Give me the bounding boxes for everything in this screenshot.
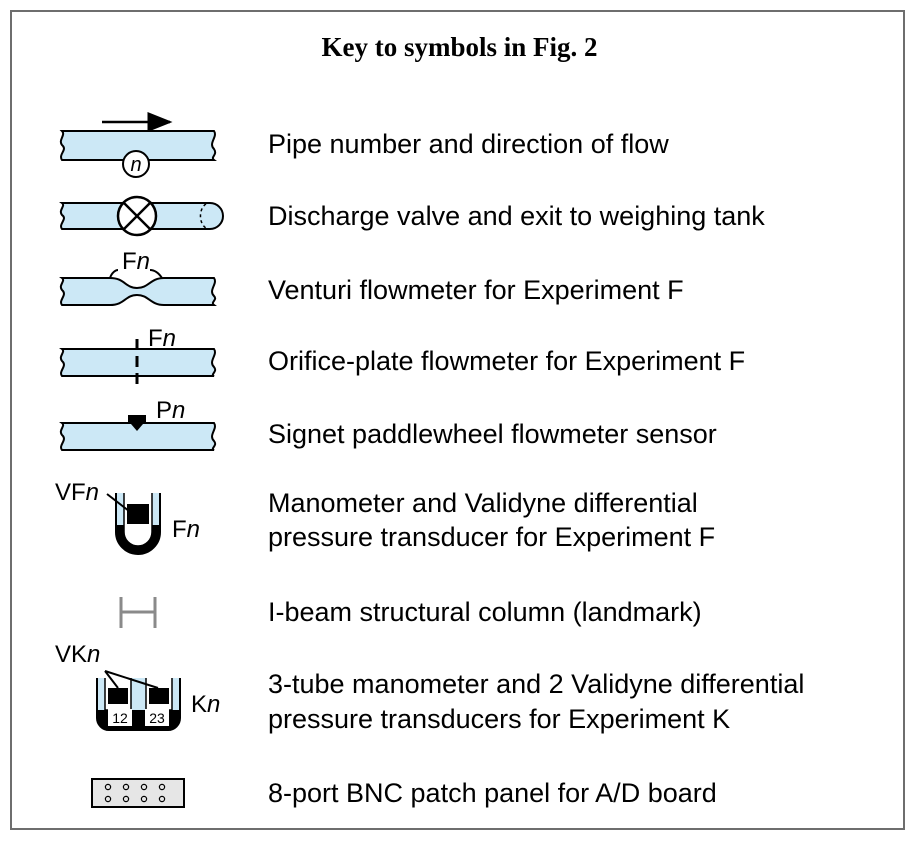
pipe-flow-arrow-icon: n — [59, 112, 217, 178]
venturi-flowmeter-icon: Fn — [59, 248, 217, 306]
legend-label-three-tube-line1: 3-tube manometer and 2 Validyne differen… — [268, 669, 805, 699]
legend-label-manometer-line1: Manometer and Validyne differential — [268, 488, 698, 518]
ibeam-column-icon — [119, 597, 157, 628]
pipe-number-text: n — [130, 154, 141, 176]
legend-label-three-tube-line2: pressure transducers for Experiment K — [268, 704, 731, 734]
legend-label-bnc: 8-port BNC patch panel for A/D board — [268, 778, 717, 808]
paddlewheel-label-text: Pn — [156, 397, 185, 424]
legend-label-venturi: Venturi flowmeter for Experiment F — [268, 275, 684, 305]
orifice-plate-icon: Fn — [59, 325, 217, 386]
orifice-label-text: Fn — [148, 325, 176, 352]
venturi-label-text: Fn — [122, 248, 150, 275]
legend-label-paddlewheel: Signet paddlewheel flowmeter sensor — [268, 419, 717, 449]
legend-label-ibeam: I-beam structural column (landmark) — [268, 597, 702, 627]
legend-title: Key to symbols in Fig. 2 — [321, 32, 598, 62]
discharge-valve-icon — [59, 195, 224, 237]
bnc-patch-panel-icon — [91, 778, 185, 808]
legend-label-orifice: Orifice-plate flowmeter for Experiment F — [268, 346, 746, 376]
manometer-k-label-text: Kn — [191, 691, 220, 718]
legend-label-pipe: Pipe number and direction of flow — [268, 129, 669, 159]
transducer-12-text: 12 — [112, 710, 128, 726]
validyne-label-text: VFn — [55, 479, 99, 506]
transducer-23-text: 23 — [149, 710, 165, 726]
validyne-k-label-text: VKn — [55, 641, 100, 668]
manometer-label-text: Fn — [172, 516, 200, 543]
three-tube-manometer-icon: VKn Kn 12 23 — [55, 641, 220, 731]
manometer-transducer-icon: VFn Fn — [55, 479, 200, 555]
legend-label-manometer-line2: pressure transducer for Experiment F — [268, 522, 716, 552]
paddlewheel-sensor-icon: Pn — [59, 397, 217, 451]
legend-label-valve: Discharge valve and exit to weighing tan… — [268, 201, 765, 231]
